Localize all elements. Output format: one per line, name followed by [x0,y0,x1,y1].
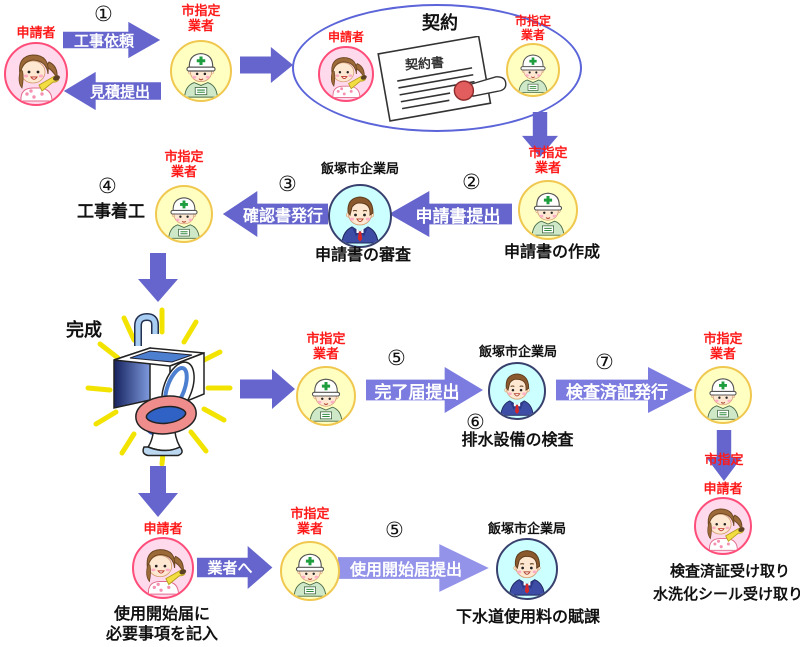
contractor-label-7: 市指定 業者 [290,507,330,537]
applicant-label-1: 申請者 [16,26,56,41]
worker-avatar-5 [296,366,356,426]
fill-form-caption: 使用開始届に 必要事項を記入 [105,604,218,643]
arrow-submit-completion-label: 完了届提出 [374,382,460,403]
make-application-caption: 申請書の作成 [503,242,600,261]
applicant-avatar-4 [132,537,194,599]
step-number-4: ④ [98,174,117,198]
applicant-label-3: 申請者 [703,482,743,497]
arrow-down-2 [138,253,178,303]
contractor-label-4: 市指定 業者 [164,150,204,180]
applicant-label-2: 申請者 [327,30,364,44]
contract-doc-title: 契約書 [403,55,444,74]
arrow-submit-application-label: 申請書提出 [415,206,501,227]
applicant-avatar-3 [694,497,752,555]
arrow-submit-application: 申請書提出 [388,190,512,238]
step-number-2: ② [462,170,481,194]
contractor-label-1: 市指定 業者 [181,4,221,34]
contract-ellipse [292,4,582,132]
applicant-avatar-1 [4,42,68,106]
bureau-avatar-3 [496,538,558,600]
worker-avatar-6 [694,366,752,424]
step-number-5b: ⑤ [385,518,404,542]
toilet-illustration [78,296,243,471]
completion-caption: 完成 [66,320,102,341]
receive-certificate-caption: 検査済証受け取り [669,562,790,580]
step-number-7: ⑦ [595,350,614,374]
arrow-request: 工事依頼 [63,21,161,59]
bureau-label-3: 飯塚市企業局 [487,522,566,537]
contractor-label-6: 市指定 業者 [703,332,743,362]
worker-avatar-1 [170,40,232,102]
bureau-label-2: 飯塚市企業局 [478,345,557,360]
worker-avatar-2 [506,43,560,97]
worker-avatar-7 [280,541,340,601]
inspect-drainage-caption: 排水設備の検査 [461,430,574,449]
contractor-label-5: 市指定 業者 [306,332,346,362]
arrow-issue-certificate-label: 検査済証発行 [566,382,668,403]
arrow-submit-start: 使用開始届提出 [338,543,490,593]
applicant-label-4: 申請者 [143,522,183,537]
arrow-right-from-toilet [240,368,296,410]
arrow-estimate-label: 見積提出 [89,82,150,101]
stamping-hand [469,76,507,97]
arrow-request-label: 工事依頼 [73,31,134,50]
arrow-down-1 [522,112,558,158]
step-number-1: ① [94,2,113,26]
contractor-partial-label: 市指定 [704,453,744,468]
contract-document: 契約書 [358,35,518,126]
arrow-down-3 [706,430,742,482]
arrow-estimate: 見積提出 [63,71,161,111]
arrow-issue-certificate: 検査済証発行 [556,366,694,414]
arrow-issue-confirmation: 確認書発行 [222,190,328,238]
worker-avatar-3 [518,180,578,240]
arrow-to-contractor-label: 業者へ [207,559,253,577]
red-seal [453,80,475,101]
step-number-3: ③ [278,172,297,196]
review-application-caption: 申請書の審査 [314,245,411,264]
worker-avatar-4 [155,185,213,243]
sewer-fee-caption: 下水道使用料の賦課 [455,607,600,626]
applicant-avatar-2 [318,46,374,102]
step-number-5a: ⑤ [387,346,406,370]
arrow-submit-completion: 完了届提出 [366,366,484,414]
arrow-to-contractor: 業者へ [197,545,273,590]
bureau-label-1: 飯塚市企業局 [320,162,399,177]
arrow-to-contract [240,46,294,84]
arrow-issue-confirmation-label: 確認書発行 [242,206,323,225]
contract-title: 契約 [422,13,458,34]
start-construction-caption: 工事着工 [77,202,145,222]
step-number-6: ⑥ [466,410,485,434]
bureau-avatar-2 [488,362,546,420]
contractor-label-2: 市指定 業者 [514,14,551,42]
arrow-submit-start-label: 使用開始届提出 [349,560,462,579]
arrow-down-4 [138,466,178,518]
contractor-label-3: 市指定 業者 [528,146,568,176]
receive-seal-caption: 水洗化シール受け取り [653,585,800,603]
bureau-avatar-1 [328,184,392,248]
